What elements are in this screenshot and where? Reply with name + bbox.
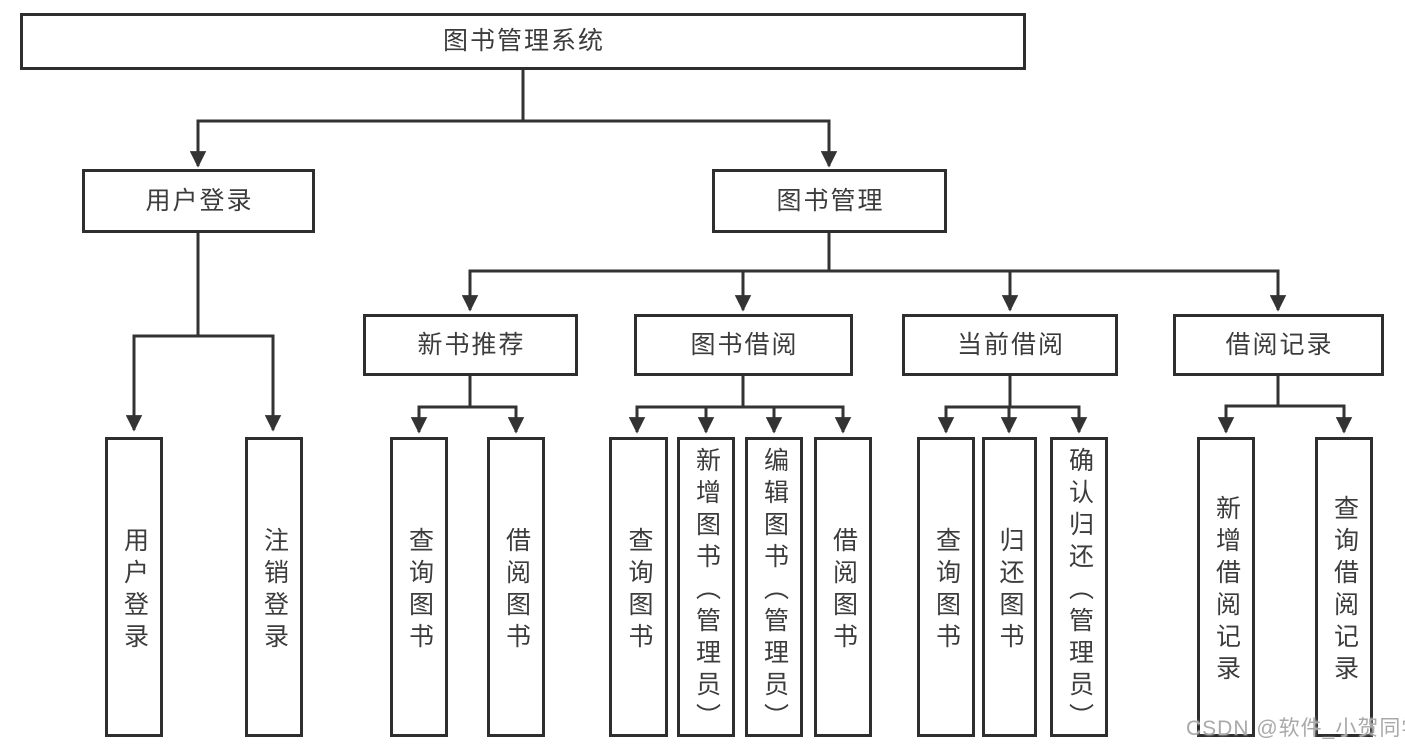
node-user-login-branch: 用户登录	[82, 169, 315, 233]
leaf-borrow-books-recommend: 借阅图书	[487, 437, 545, 737]
node-book-borrowing: 图书借阅	[634, 314, 853, 376]
leaf-confirm-return-admin: 确认归还（管理员）	[1050, 437, 1108, 737]
node-library-management-system: 图书管理系统	[20, 13, 1026, 70]
leaf-add-borrow-record: 新增借阅记录	[1197, 437, 1255, 737]
node-borrowing-records: 借阅记录	[1173, 314, 1384, 376]
node-new-book-recommendation: 新书推荐	[363, 314, 578, 376]
leaf-query-books-recommend: 查询图书	[390, 437, 448, 737]
node-current-borrowing: 当前借阅	[902, 314, 1118, 376]
watermark: CSDN @软件_小贺同学	[1186, 717, 1405, 740]
leaf-add-books-admin: 新增图书（管理员）	[677, 437, 735, 737]
leaf-logout-login: 注销登录	[245, 437, 303, 737]
leaf-query-books-current: 查询图书	[917, 437, 975, 737]
leaf-query-books-borrowing: 查询图书	[609, 437, 668, 737]
leaf-return-books: 归还图书	[982, 437, 1037, 737]
leaf-edit-books-admin: 编辑图书（管理员）	[745, 437, 803, 737]
leaf-borrow-books: 借阅图书	[814, 437, 872, 737]
leaf-user-login: 用户登录	[105, 437, 163, 737]
leaf-query-borrow-record: 查询借阅记录	[1315, 437, 1373, 737]
node-book-management-branch: 图书管理	[712, 169, 947, 233]
